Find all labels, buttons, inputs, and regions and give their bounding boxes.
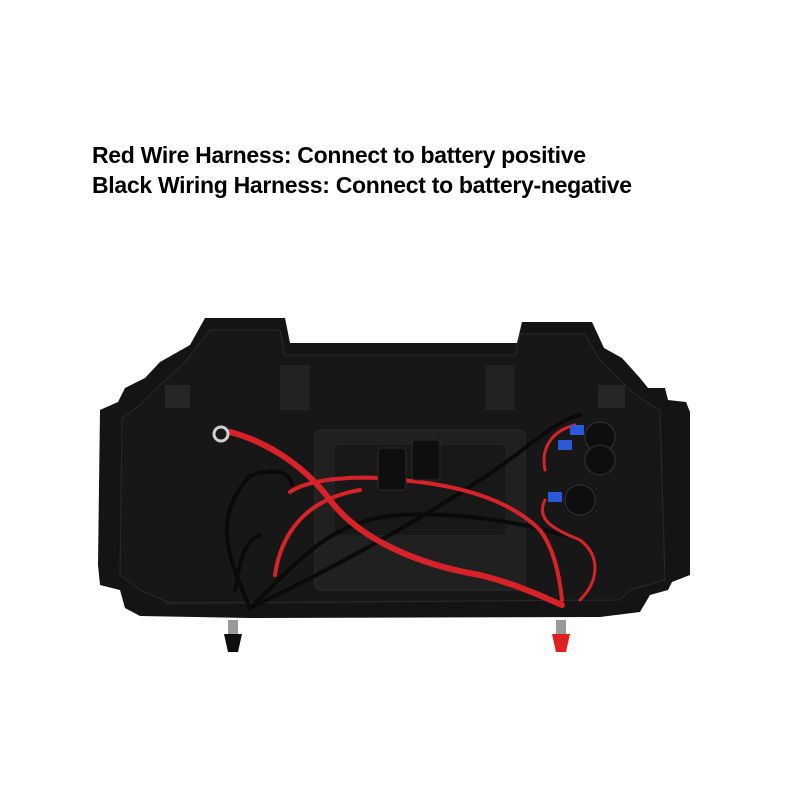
positive-terminal-post xyxy=(552,620,570,652)
accessory-sockets xyxy=(548,421,616,516)
caption-line-red: Red Wire Harness: Connect to battery pos… xyxy=(92,142,586,168)
ring-terminal xyxy=(212,425,230,443)
inline-fuse-holders xyxy=(377,439,441,491)
red-wiring-harness xyxy=(227,423,597,608)
caption-line-black: Black Wiring Harness: Connect to battery… xyxy=(92,172,632,198)
negative-terminal-post xyxy=(224,620,242,652)
caption: Red Wire Harness: Connect to battery pos… xyxy=(92,140,632,200)
